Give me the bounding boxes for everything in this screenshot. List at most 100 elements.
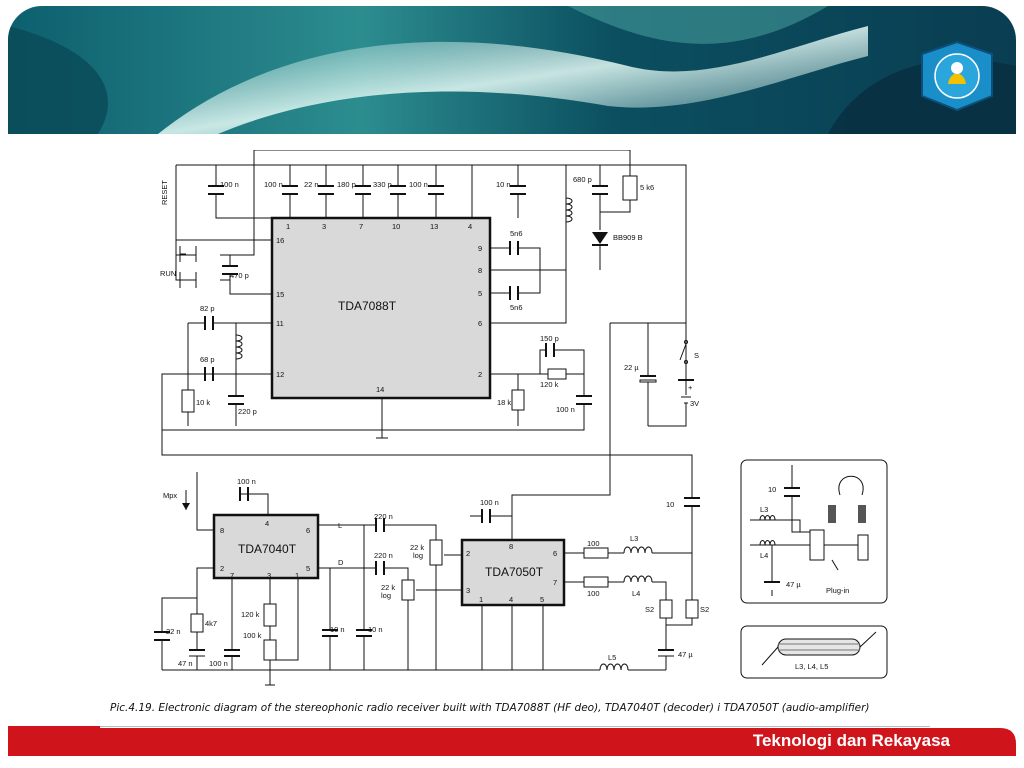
cap-label: 100 n [409, 180, 428, 189]
jack-label: S2 [645, 605, 654, 614]
pin-label: 15 [276, 290, 284, 299]
pin-label: 7 [553, 578, 557, 587]
cap-label: 220 n [374, 512, 393, 521]
footer-bar [8, 726, 1016, 756]
pot-label: log [381, 591, 391, 600]
inductor-label: L5 [608, 653, 616, 662]
pin-label: 2 [466, 549, 470, 558]
pin-label: 3 [466, 586, 470, 595]
pot-label: 22 k [381, 583, 395, 592]
resistor-label: 120 k [540, 380, 559, 389]
ic-tda7050t-label: TDA7050T [485, 565, 544, 579]
pin-label: 4 [265, 519, 269, 528]
pin-label: 9 [478, 244, 482, 253]
cap-label: 100 n [237, 477, 256, 486]
pin-label: 10 [392, 222, 400, 231]
ic-tda7088t [270, 216, 492, 400]
cap-label: 47 n [178, 659, 193, 668]
switch-label: S [694, 351, 699, 360]
plus-label: + [688, 383, 693, 392]
cap-label: 47 µ [678, 650, 693, 659]
cap-label: 100 n [209, 659, 228, 668]
cap-label: 68 p [200, 355, 215, 364]
pot-label: 100 k [243, 631, 262, 640]
cap-label: 10 n [330, 625, 345, 634]
pin-label: 1 [479, 595, 483, 604]
resistor-label: 100 [587, 589, 600, 598]
left-output-label: L [338, 521, 342, 530]
pin-label: 8 [509, 542, 513, 551]
cap-label: 22 n [166, 627, 181, 636]
pin-label: 8 [478, 266, 482, 275]
cap-label: 10 [666, 500, 674, 509]
resistor-label: 18 k [497, 398, 511, 407]
diode-label: BB909 B [613, 233, 643, 242]
figure-caption: Pic.4.19. Electronic diagram of the ster… [110, 702, 870, 714]
cap-label: 220 p [238, 407, 257, 416]
header-banner [8, 6, 1016, 134]
pin-label: 5 [306, 564, 310, 573]
pin-label: 16 [276, 236, 284, 245]
cap-label: 100 n [264, 180, 283, 189]
cap-label: 680 p [573, 175, 592, 184]
cap-label: 100 n [480, 498, 499, 507]
resistor-label: 100 [587, 539, 600, 548]
pin-label: 3 [267, 571, 271, 580]
pin-label: 14 [376, 385, 384, 394]
cap-label: 220 n [374, 551, 393, 560]
pin-label: 6 [478, 319, 482, 328]
tut-wuri-handayani-logo [921, 40, 993, 112]
mpx-label: Mpx [163, 491, 177, 500]
cap-label: 5n6 [510, 229, 523, 238]
cap-label: 5n6 [510, 303, 523, 312]
cap-label: 10 n [368, 625, 383, 634]
ic-tda7040t-label: TDA7040T [238, 542, 297, 556]
pin-label: 3 [322, 222, 326, 231]
cap-label: 10 n [496, 180, 511, 189]
pin-label: 1 [286, 222, 290, 231]
pin-label: 4 [509, 595, 513, 604]
cap-label: 330 p [373, 180, 392, 189]
pin-label: 2 [478, 370, 482, 379]
ic-tda7088t-label: TDA7088T [338, 299, 397, 313]
right-output-label: D [338, 558, 344, 567]
cap-label: 100 n [220, 180, 239, 189]
cap-label: 180 p [337, 180, 356, 189]
schematic-diagram: TDA7088T TDA7040T TDA7050T 1 3 7 10 13 4… [154, 150, 888, 686]
cap-label: 470 p [230, 271, 249, 280]
resistor-label: 10 k [196, 398, 210, 407]
cap-label: 47 µ [786, 580, 801, 589]
inductor-label: L3 [630, 534, 638, 543]
cap-label: 150 p [540, 334, 559, 343]
pin-label: 12 [276, 370, 284, 379]
inset-headphone-jack: 10 L3 L4 47 µ Plug-in [740, 459, 888, 604]
pin-label: 6 [553, 549, 557, 558]
ic-tda7050t [460, 538, 566, 607]
inductor-label: L3 [760, 505, 768, 514]
pot-label: 22 k [410, 543, 424, 552]
pin-label: 1 [295, 571, 299, 580]
pin-label: 2 [220, 564, 224, 573]
cap-label: 22 n [304, 180, 319, 189]
ic-tda7040t [212, 513, 320, 580]
cap-label: 82 p [200, 304, 215, 313]
cap-label: 100 n [556, 405, 575, 414]
resistor-label: 120 k [241, 610, 260, 619]
jack-label: S2 [700, 605, 709, 614]
cap-label: 22 µ [624, 363, 639, 372]
pot-label: log [413, 551, 423, 560]
pin-label: 8 [220, 526, 224, 535]
resistor-label: 5 k6 [640, 183, 654, 192]
inductor-label: L4 [632, 589, 640, 598]
pin-label: 7 [359, 222, 363, 231]
pin-label: 11 [276, 319, 284, 328]
battery-label: 3V [690, 399, 699, 408]
inductor-label: L4 [760, 551, 768, 560]
inset-coax-cable: L3, L4, L5 [740, 625, 888, 679]
pin-label: 5 [478, 289, 482, 298]
plug-in-label: Plug-in [826, 586, 849, 595]
pin-label: 6 [306, 526, 310, 535]
pin-label: 13 [430, 222, 438, 231]
reset-label: RESET [160, 180, 169, 205]
pin-label: 7 [230, 571, 234, 580]
